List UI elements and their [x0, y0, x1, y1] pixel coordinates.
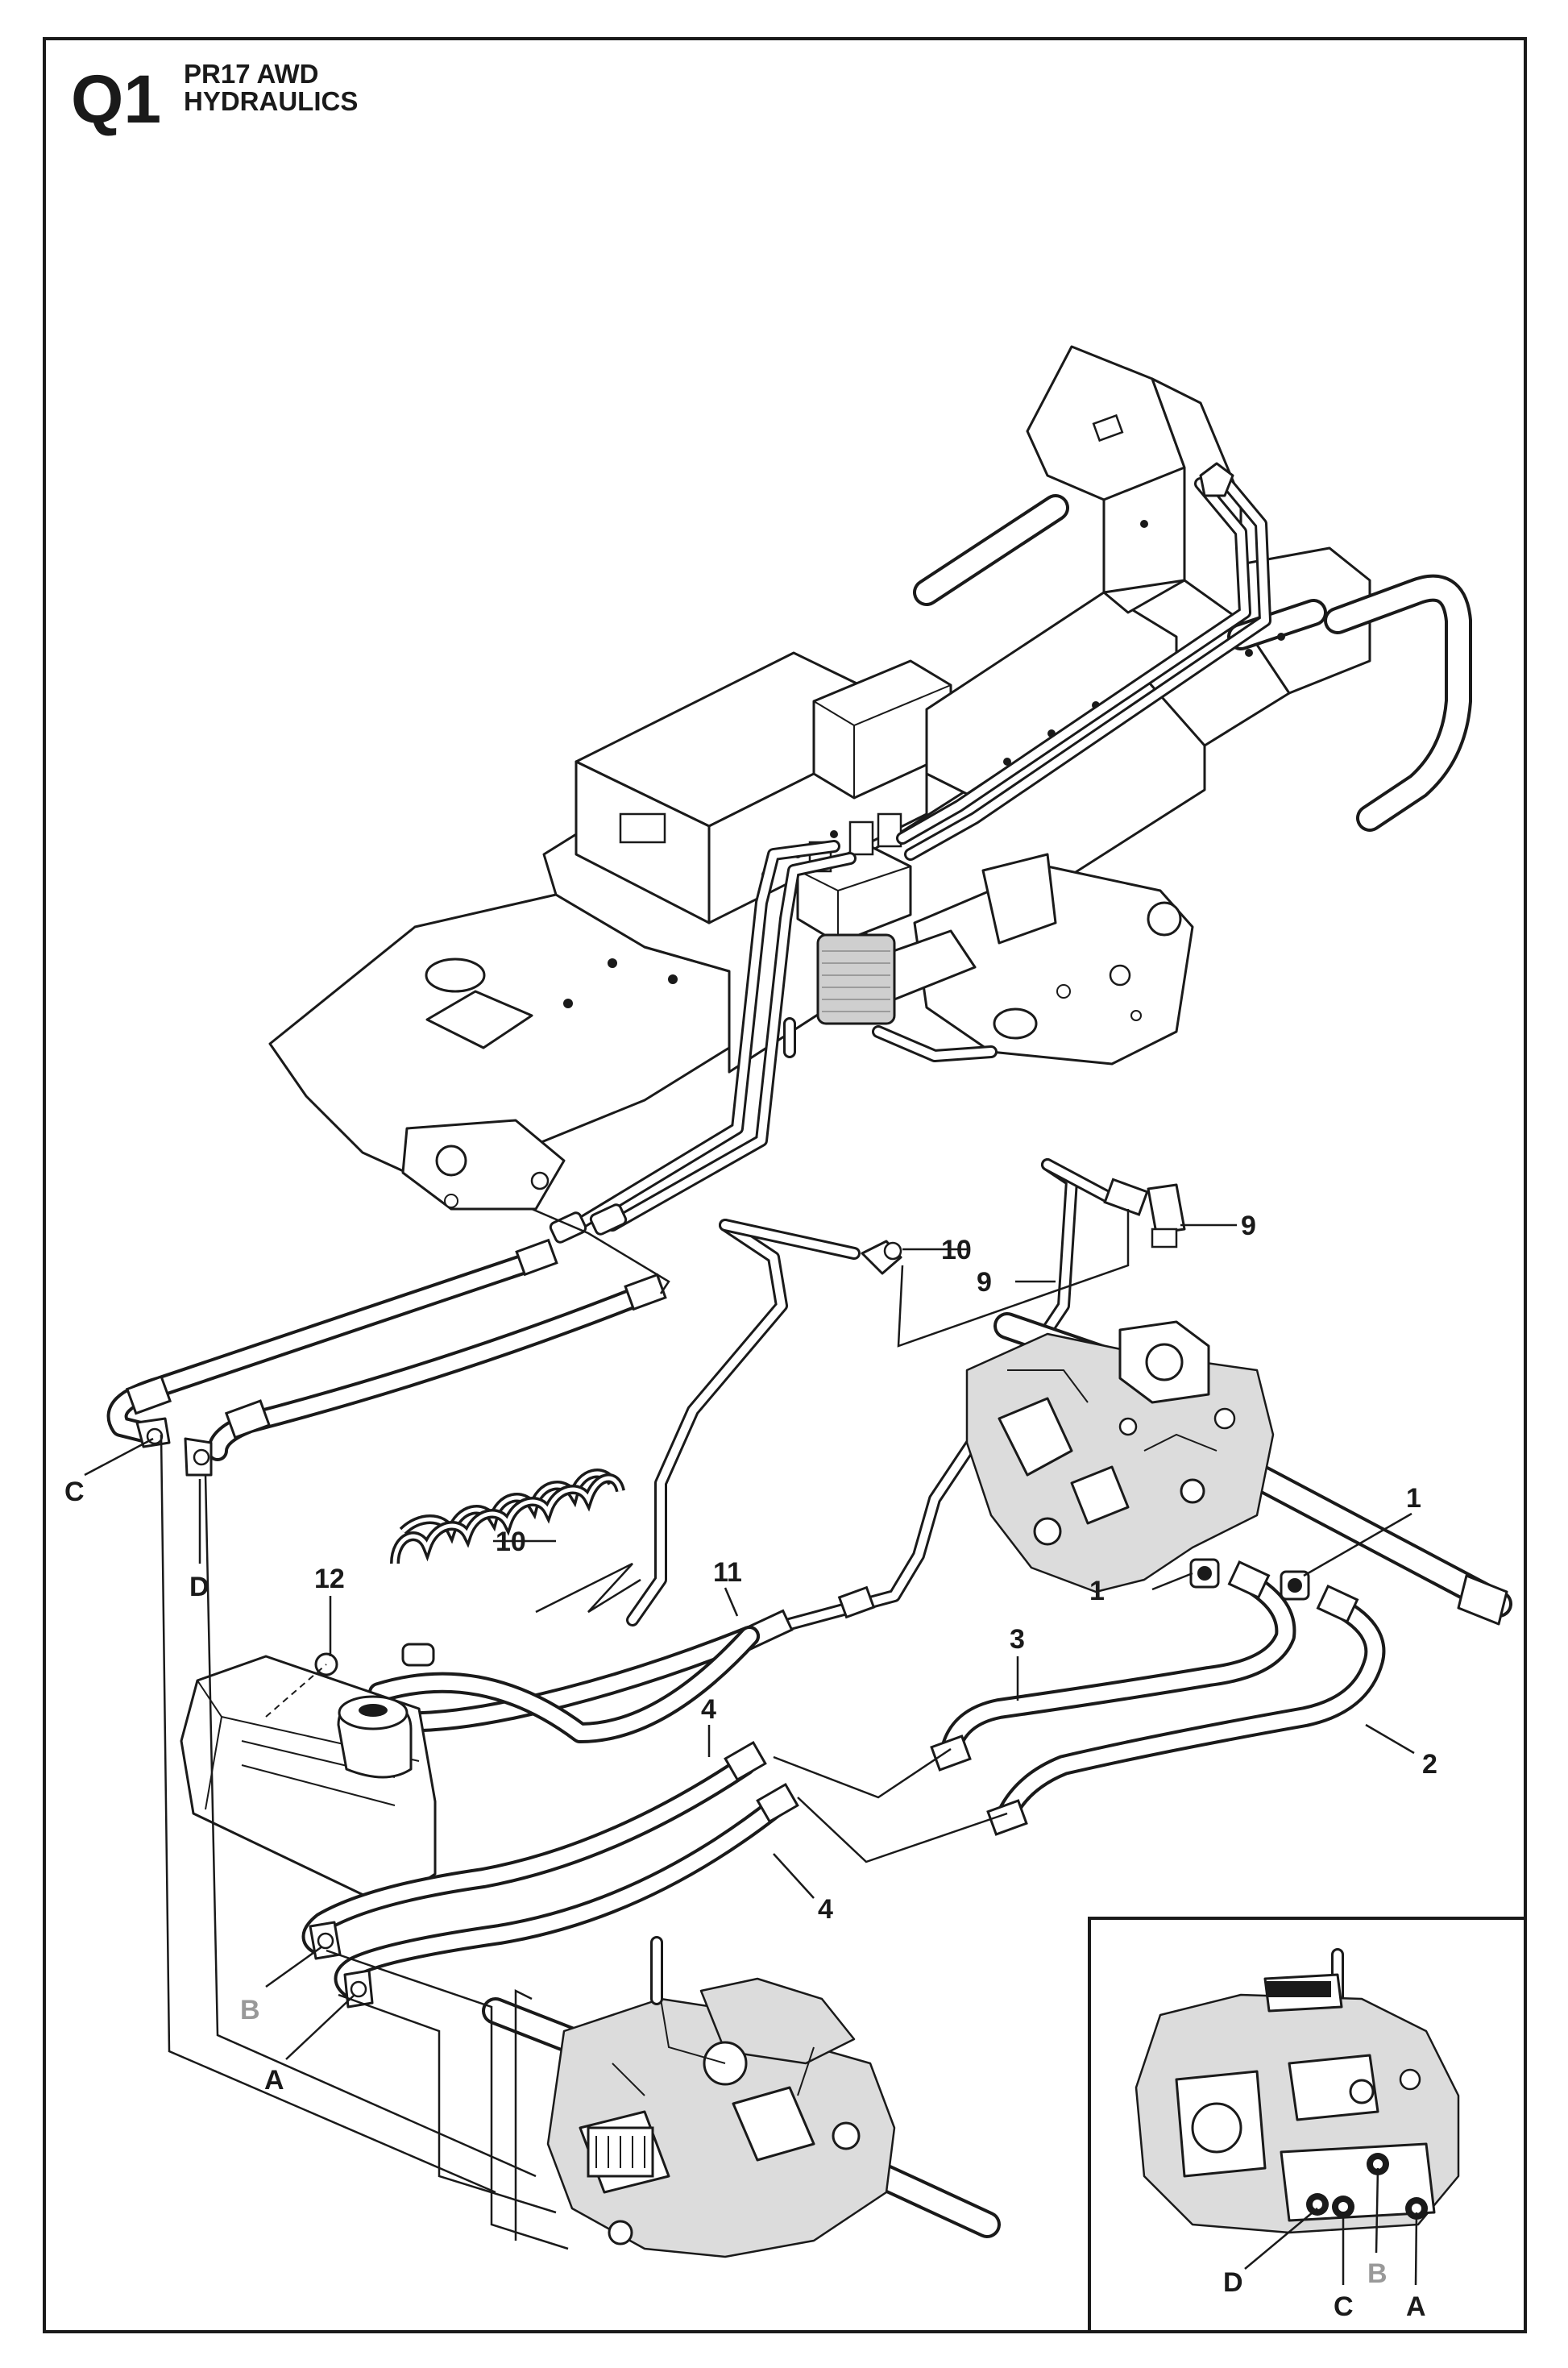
model-name: PR17 AWD: [184, 59, 318, 89]
front-transaxle: [965, 1312, 1512, 1626]
callout-4-upper: 4: [701, 1694, 716, 1725]
rear-transaxle: [482, 1936, 1001, 2258]
port-label-d: D: [189, 1572, 209, 1602]
port-label-b: B: [240, 1995, 260, 2025]
callout-9-lower: 9: [977, 1267, 992, 1298]
section-code: Q1: [71, 61, 161, 137]
inset-label-b: B: [1367, 2258, 1388, 2289]
callout-2: 2: [1422, 1749, 1437, 1780]
filter-canister: [816, 933, 896, 1025]
header: Q1 PR17 AWD HYDRAULICS: [71, 59, 358, 137]
hoses-4-a-b: [301, 1740, 799, 2009]
port-detail-inset: D C B A: [1088, 1917, 1527, 2333]
callout-1-left: 1: [1089, 1576, 1105, 1606]
floor-hole: [425, 958, 486, 993]
inset-label-d: D: [1223, 2267, 1243, 2298]
callout-10-upper: 10: [941, 1235, 972, 1265]
inset-label-c: C: [1334, 2291, 1354, 2322]
callout-leaders: [84, 1223, 1415, 2060]
callout-1-right: 1: [1406, 1483, 1421, 1514]
port-label-c: C: [64, 1477, 85, 1507]
callout-12: 12: [314, 1564, 345, 1594]
hoses-c-d: [106, 1238, 667, 1477]
callout-4-lower: 4: [818, 1894, 833, 1925]
hoses-2-3: [930, 1560, 1386, 1836]
callout-3: 3: [1010, 1624, 1025, 1655]
callout-9-upper: 9: [1241, 1211, 1256, 1241]
callout-10-lower: 10: [496, 1527, 526, 1557]
port-label-a: A: [264, 2065, 284, 2096]
hydraulic-tank: [180, 1643, 437, 1908]
routing-lines: [160, 1207, 1130, 2250]
inset-label-a: A: [1406, 2291, 1426, 2322]
callout-labels: 9 10 9 10 11 12 1 1 3 2 4 4 C D B A: [64, 1211, 1437, 2096]
chassis-frame: [268, 345, 1472, 1211]
frame-hydraulic-lines: [549, 462, 1271, 1244]
section-title: HYDRAULICS: [184, 86, 358, 116]
page-border: [43, 37, 1527, 2333]
callout-11: 11: [713, 1557, 742, 1588]
spiral-hose-guard: [390, 1469, 625, 1564]
